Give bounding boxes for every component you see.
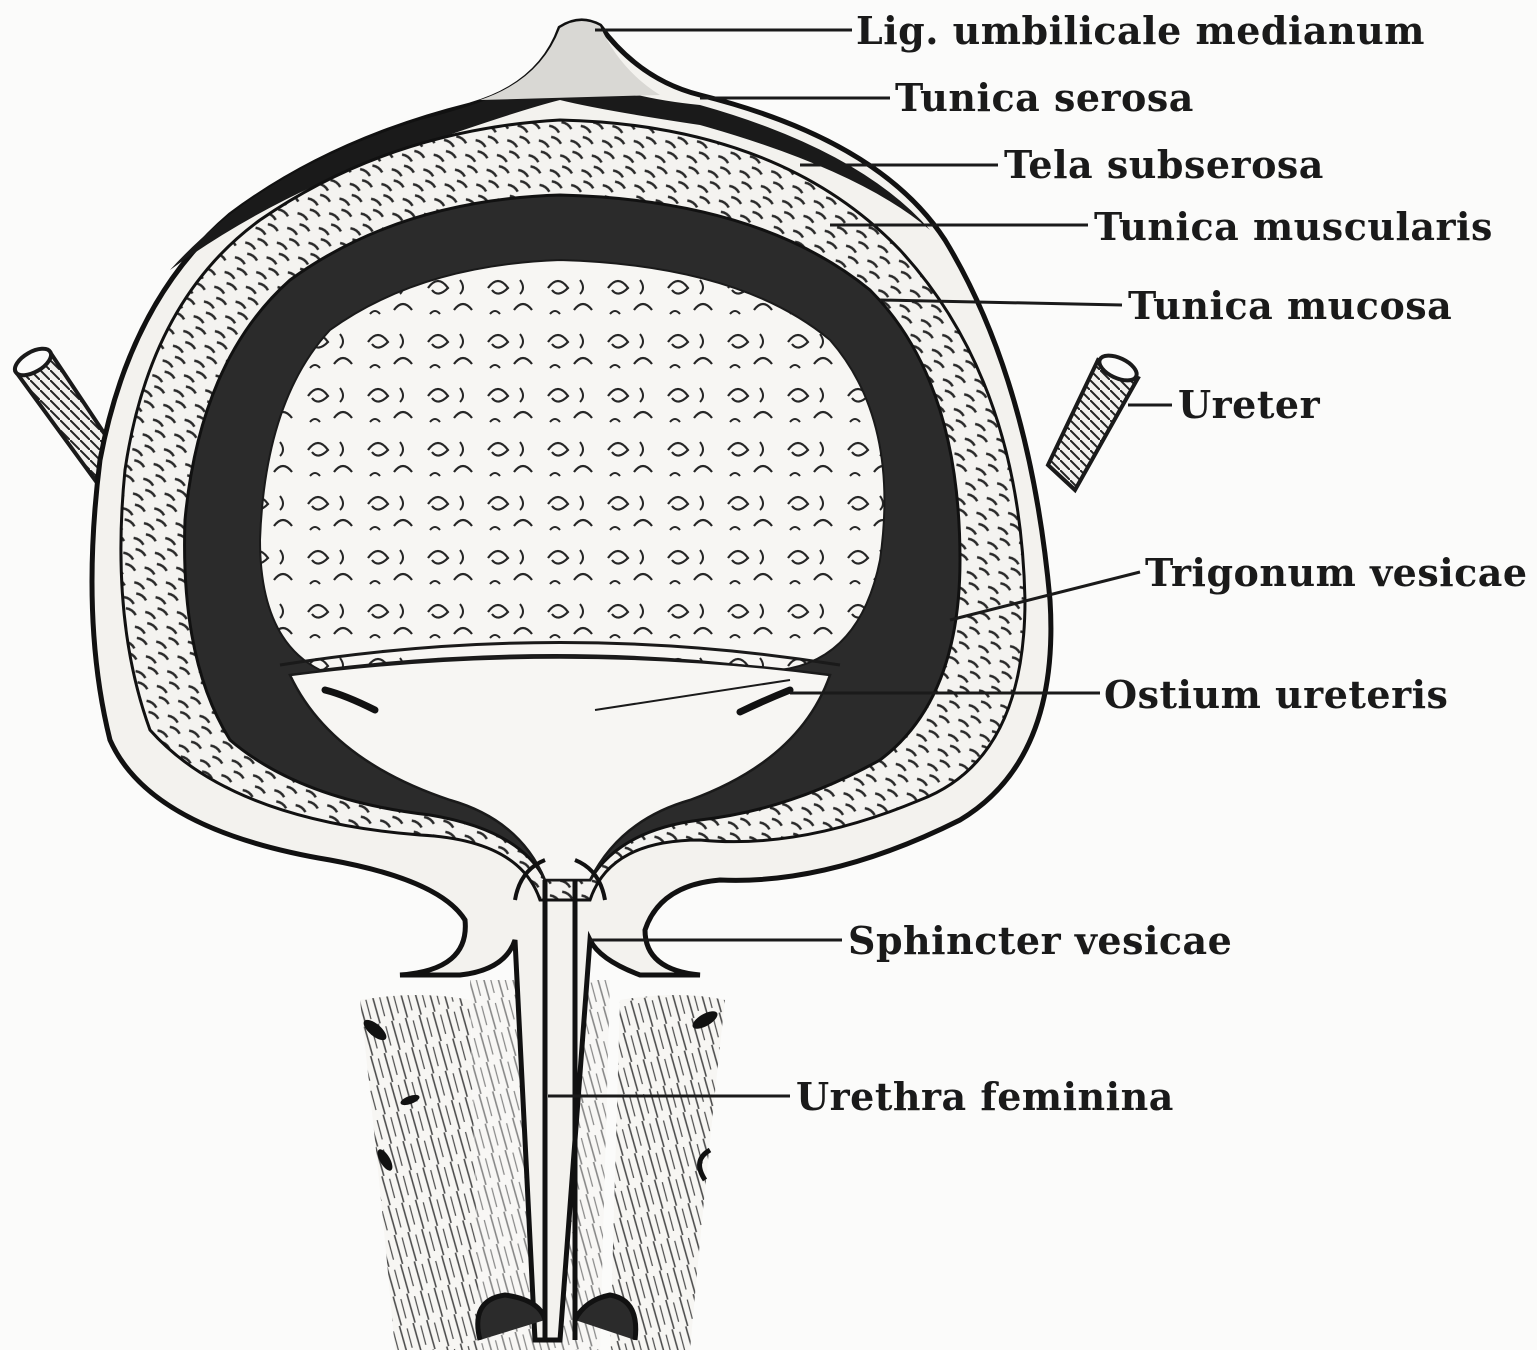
label-trigonum-vesicae: Trigonum vesicae — [1145, 554, 1528, 592]
label-tunica-muscularis: Tunica muscularis — [1094, 208, 1493, 246]
label-lig-umbilicale-medianum: Lig. umbilicale medianum — [856, 12, 1425, 50]
label-tela-subserosa: Tela subserosa — [1004, 146, 1324, 184]
label-sphincter-vesicae: Sphincter vesicae — [848, 922, 1232, 960]
mucosa-folds — [260, 260, 884, 670]
label-tunica-serosa: Tunica serosa — [895, 79, 1194, 117]
label-ostium-ureteris: Ostium ureteris — [1104, 676, 1448, 714]
label-ureter: Ureter — [1178, 386, 1320, 424]
label-urethra-feminina: Urethra feminina — [796, 1078, 1174, 1116]
label-tunica-mucosa: Tunica mucosa — [1128, 287, 1452, 325]
